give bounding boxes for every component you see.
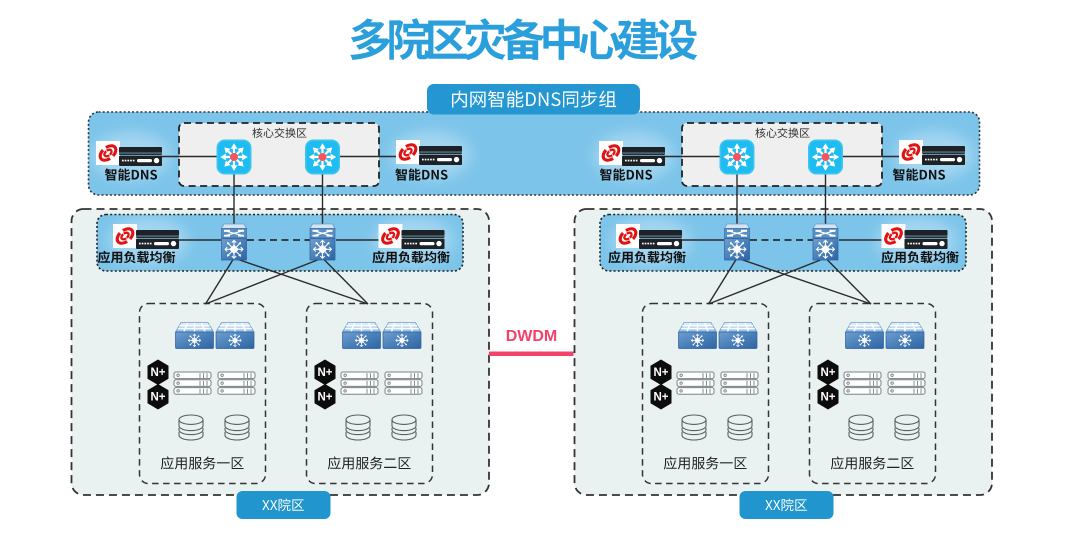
svg-text:DWDM: DWDM <box>506 328 558 345</box>
